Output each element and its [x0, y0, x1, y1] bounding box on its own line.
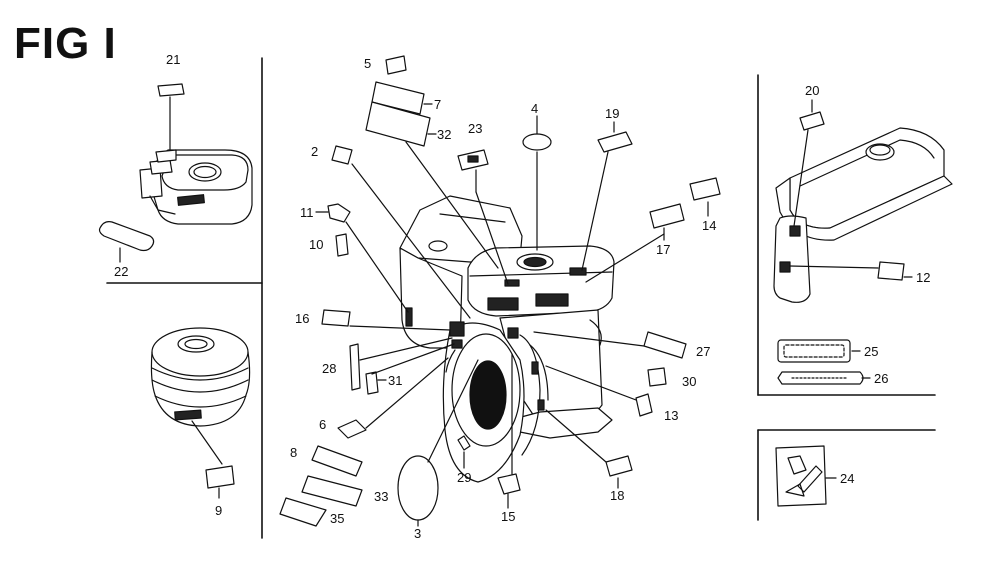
label-8 — [311, 445, 363, 477]
label-10 — [335, 233, 349, 257]
callout-31: 31 — [388, 373, 402, 388]
callout-21: 21 — [166, 52, 180, 67]
label-9 — [191, 420, 235, 499]
callout-25: 25 — [864, 344, 878, 359]
label-31 — [365, 343, 455, 395]
label-27 — [533, 331, 687, 359]
callout-19: 19 — [605, 106, 619, 121]
label-11 — [315, 203, 409, 313]
panel-separators — [106, 57, 936, 539]
callout-18: 18 — [610, 488, 624, 503]
label-21 — [157, 83, 185, 151]
label-29 — [457, 435, 471, 469]
callout-13: 13 — [664, 408, 678, 423]
callout-4: 4 — [531, 101, 538, 116]
label-17 — [585, 203, 685, 283]
figure-title: FIG I — [14, 19, 117, 68]
callout-7: 7 — [434, 97, 441, 112]
label-14 — [689, 177, 721, 217]
callout-33: 33 — [374, 489, 388, 504]
callout-16: 16 — [295, 311, 309, 326]
callout-14: 14 — [702, 218, 716, 233]
label-23 — [457, 149, 509, 285]
label-7 — [371, 81, 433, 115]
callout-15: 15 — [501, 509, 515, 524]
label-3 — [397, 359, 479, 527]
label-4 — [522, 115, 552, 251]
label-18 — [545, 409, 633, 489]
label-5 — [385, 55, 407, 75]
label-13 — [545, 365, 653, 417]
label-2 — [331, 145, 471, 319]
label-22 — [98, 221, 155, 263]
label-26 — [777, 371, 871, 385]
label-15 — [497, 353, 521, 509]
engine-main — [399, 195, 615, 483]
label-20 — [793, 99, 825, 227]
callout-29: 29 — [457, 470, 471, 485]
callout-9: 9 — [215, 503, 222, 518]
label-35 — [279, 497, 327, 527]
callout-11: 11 — [300, 205, 314, 220]
callout-24: 24 — [840, 471, 854, 486]
callout-27: 27 — [696, 344, 710, 359]
callout-30: 30 — [682, 374, 696, 389]
callout-32: 32 — [437, 127, 451, 142]
callout-12: 12 — [916, 270, 930, 285]
air-cleaner — [150, 327, 251, 427]
callout-23: 23 — [468, 121, 482, 136]
callout-6: 6 — [319, 417, 326, 432]
label-12 — [789, 261, 913, 281]
label-19 — [581, 121, 633, 271]
label-6 — [337, 357, 449, 439]
label-30 — [647, 367, 667, 387]
label-16 — [321, 309, 451, 331]
fuel-tank-small — [139, 149, 253, 225]
callout-22: 22 — [114, 264, 128, 279]
label-24 — [775, 445, 837, 507]
callout-26: 26 — [874, 371, 888, 386]
callout-3: 3 — [414, 526, 421, 541]
callout-35: 35 — [330, 511, 344, 526]
label-25 — [777, 339, 861, 363]
fuel-tank-large — [773, 127, 953, 303]
label-28 — [349, 337, 453, 391]
callout-28: 28 — [322, 361, 336, 376]
callout-2: 2 — [311, 144, 318, 159]
callout-20: 20 — [805, 83, 819, 98]
callout-5: 5 — [364, 56, 371, 71]
callout-numbers: 21 22 9 5 7 32 2 23 4 19 14 17 11 10 16 … — [114, 52, 930, 541]
label-33 — [301, 475, 363, 507]
callout-8: 8 — [290, 445, 297, 460]
label-32 — [365, 101, 499, 269]
callout-10: 10 — [309, 237, 323, 252]
callout-17: 17 — [656, 242, 670, 257]
